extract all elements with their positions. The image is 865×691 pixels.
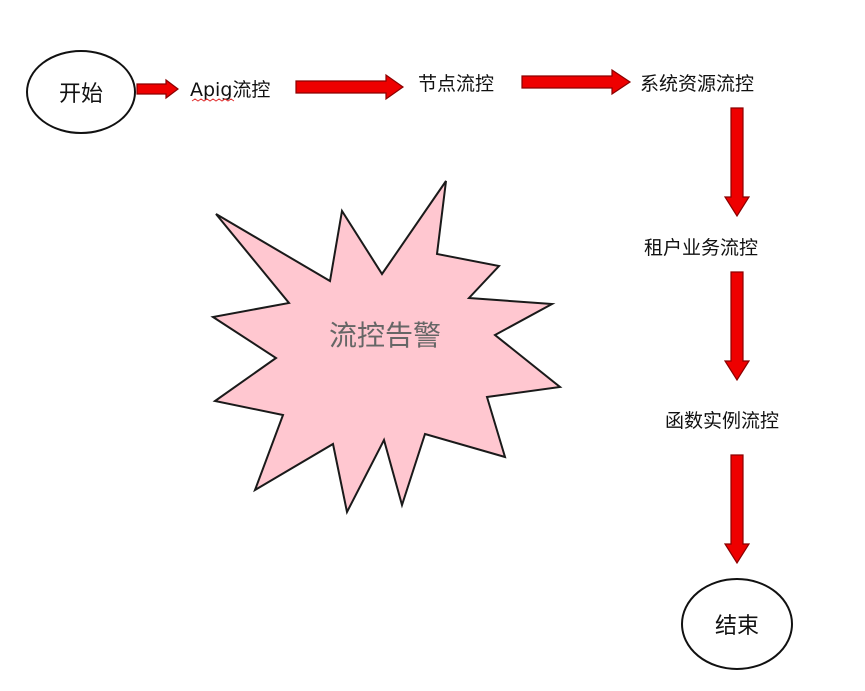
end-label: 结束 [715, 614, 759, 639]
apig-label: Apig流控 [190, 79, 270, 101]
arrow-start-to-apig [136, 78, 179, 100]
arrow-apig-to-node [295, 73, 405, 101]
arrow-function-to-end [723, 454, 751, 565]
arrow-system-to-tenant [723, 107, 751, 218]
function-label: 函数实例流控 [665, 410, 779, 432]
arrow-node-to-system [521, 68, 632, 96]
spellcheck-squiggle [191, 98, 235, 102]
system-label: 系统资源流控 [640, 73, 754, 95]
alert-label: 流控告警 [329, 319, 441, 352]
start-ellipse [26, 50, 136, 134]
tenant-label: 租户业务流控 [644, 237, 758, 259]
node-label: 节点流控 [418, 73, 494, 95]
start-label: 开始 [59, 82, 103, 107]
arrow-tenant-to-function [723, 271, 751, 382]
end-ellipse [681, 578, 793, 670]
alert-starburst [210, 180, 563, 515]
